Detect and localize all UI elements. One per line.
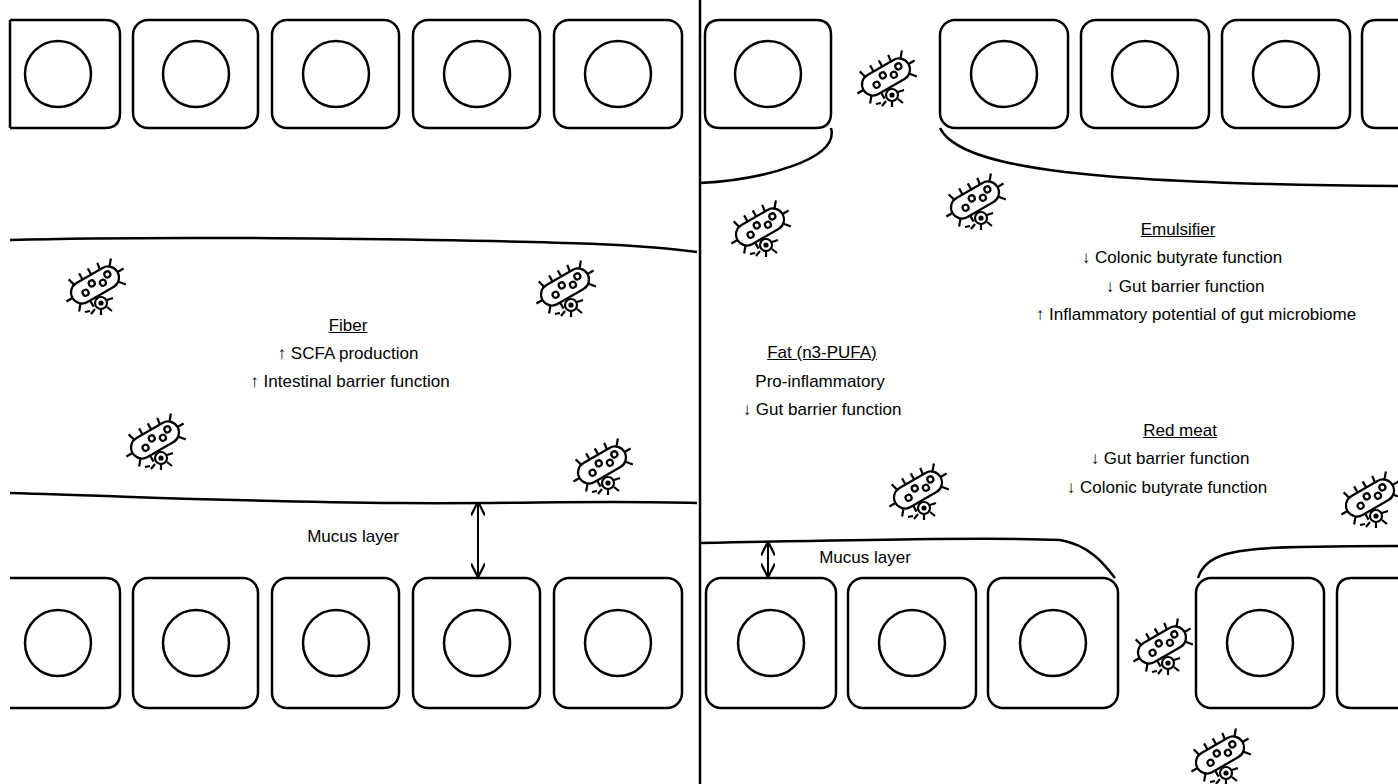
effect-text: ↓ Colonic butyrate function bbox=[1082, 248, 1282, 268]
layer-label: Mucus layer bbox=[307, 527, 399, 547]
effect-text: ↓ Gut barrier function bbox=[1106, 277, 1265, 297]
effect-text: ↓ Gut barrier function bbox=[1091, 449, 1250, 469]
section-heading: Red meat bbox=[1143, 421, 1217, 441]
effect-text: ↑ Intestinal barrier function bbox=[250, 372, 449, 392]
layer-label: Mucus layer bbox=[819, 548, 911, 568]
effect-text: ↑ SCFA production bbox=[278, 344, 419, 364]
section-heading: Emulsifier bbox=[1141, 220, 1216, 240]
section-heading: Fiber bbox=[329, 316, 368, 336]
effect-text: ↓ Colonic butyrate function bbox=[1067, 478, 1267, 498]
section-heading: Fat (n3-PUFA) bbox=[767, 343, 877, 363]
effect-text: ↑ Inflammatory potential of gut microbio… bbox=[1036, 305, 1356, 325]
effect-text: Pro-inflammatory bbox=[755, 372, 884, 392]
effect-text: ↓ Gut barrier function bbox=[743, 400, 902, 420]
